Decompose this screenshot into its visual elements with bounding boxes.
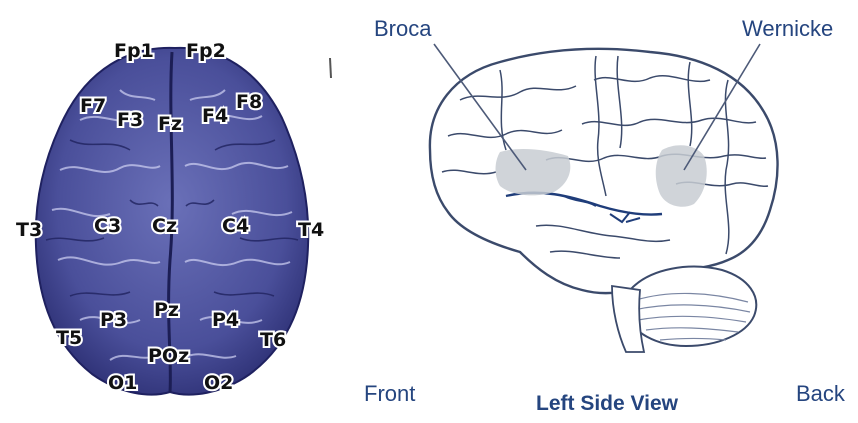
- top-view-brain-diagram: Fp1 Fp2 F7 F3 Fz F4 F8 T3 C3 Cz C4 T4 P3…: [0, 0, 350, 423]
- electrode-p4: P4: [212, 309, 239, 331]
- electrode-fp2: Fp2: [186, 40, 226, 62]
- side-view-panel: Broca Wernicke Front Back Left Side View: [350, 0, 858, 423]
- electrode-fz: Fz: [158, 113, 182, 135]
- broca-area-highlight: [496, 149, 571, 195]
- electrode-c4: C4: [222, 215, 249, 237]
- electrode-fp1: Fp1: [114, 40, 154, 62]
- electrode-poz: POz: [148, 345, 189, 367]
- side-view-brain-diagram: Broca Wernicke Front Back Left Side View: [350, 0, 858, 423]
- electrode-o2: O2: [204, 372, 233, 394]
- stray-mark: [330, 58, 331, 78]
- broca-label: Broca: [374, 16, 432, 41]
- left-side-view-caption: Left Side View: [536, 392, 679, 415]
- electrode-c3: C3: [94, 215, 121, 237]
- electrode-f7: F7: [80, 95, 106, 117]
- electrode-f4: F4: [202, 105, 228, 127]
- wernicke-label: Wernicke: [742, 16, 833, 41]
- electrode-t3: T3: [16, 219, 42, 241]
- electrode-p3: P3: [100, 309, 127, 331]
- electrode-t6: T6: [260, 329, 286, 351]
- electrode-f3: F3: [117, 109, 143, 131]
- electrode-o1: O1: [108, 372, 137, 394]
- brainstem: [612, 286, 644, 352]
- electrode-t4: T4: [298, 219, 324, 241]
- back-label: Back: [796, 381, 846, 406]
- electrode-cz: Cz: [152, 215, 177, 237]
- wernicke-area-highlight: [656, 145, 707, 207]
- front-label: Front: [364, 381, 415, 406]
- top-view-panel: Fp1 Fp2 F7 F3 Fz F4 F8 T3 C3 Cz C4 T4 P3…: [0, 0, 350, 423]
- electrode-t5: T5: [56, 327, 82, 349]
- electrode-f8: F8: [236, 91, 262, 113]
- electrode-pz: Pz: [154, 299, 179, 321]
- cerebellum: [625, 267, 756, 346]
